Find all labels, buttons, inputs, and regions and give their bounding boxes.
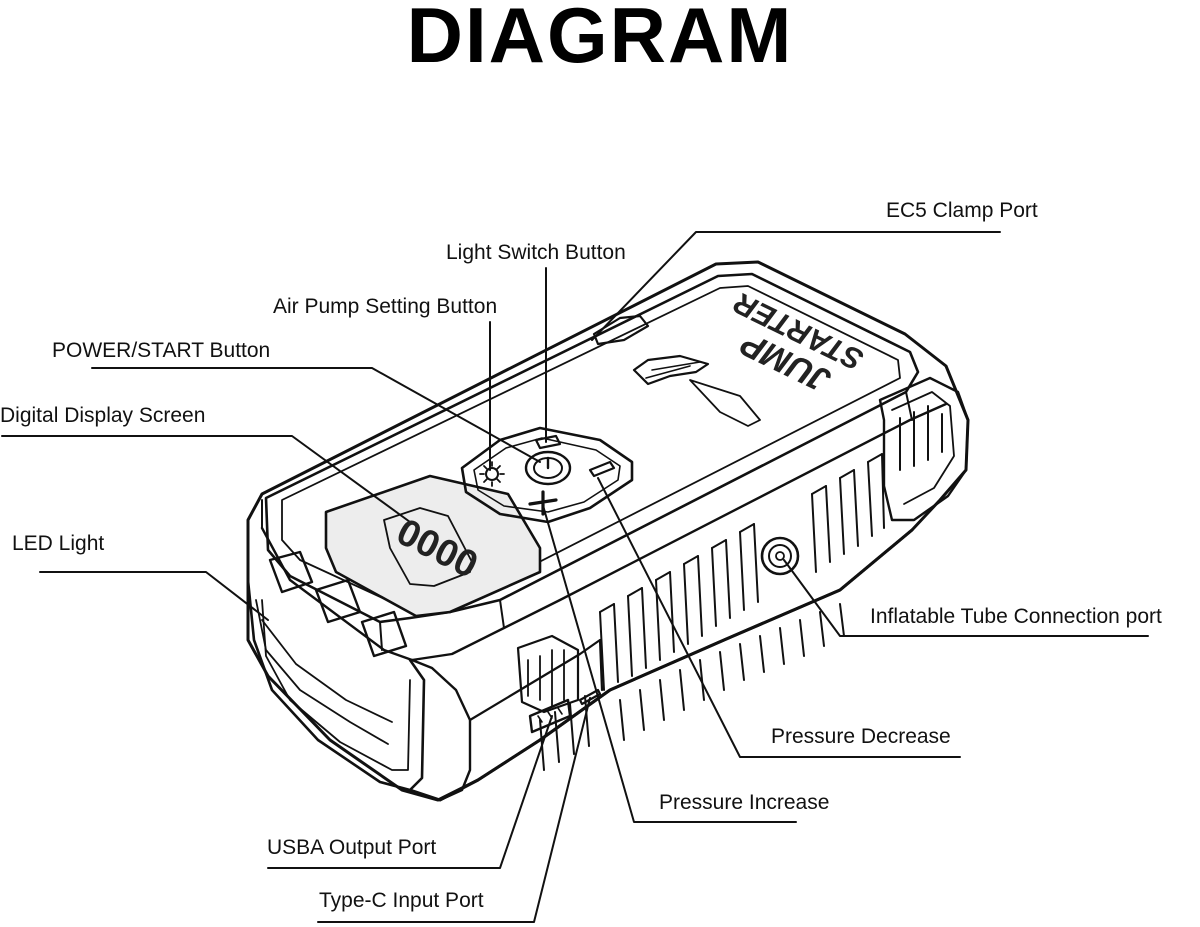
label-power-start-button: POWER/START Button (52, 339, 271, 362)
leader-ec5-clamp-port (591, 231, 1001, 341)
label-type-c-input-port: Type-C Input Port (319, 889, 484, 912)
brand-swoosh-logo (632, 354, 761, 427)
air-pump-setting-button[interactable] (479, 461, 505, 487)
side-vent-block (516, 634, 580, 714)
leader-pressure-decrease (597, 477, 961, 758)
leader-pressure-increase (541, 501, 797, 823)
label-pressure-increase: Pressure Increase (659, 791, 830, 814)
light-switch-button[interactable] (534, 434, 562, 450)
button-cluster (460, 426, 634, 524)
type-c-input-port (578, 688, 602, 706)
leader-led-light (39, 571, 269, 621)
leader-type-c-input-port (317, 697, 591, 923)
label-led-light: LED Light (12, 532, 105, 555)
leader-digital-display-screen (1, 435, 411, 523)
digital-display-frame (324, 474, 542, 618)
led-light-windows (255, 550, 408, 745)
power-start-button[interactable] (524, 450, 572, 486)
leader-usba-output-port (267, 715, 553, 869)
leader-inflatable-tube-port (783, 559, 1149, 637)
pressure-decrease-button[interactable] (588, 460, 616, 478)
leader-power-start-button (91, 367, 541, 463)
label-ec5-clamp-port: EC5 Clamp Port (886, 199, 1038, 222)
label-light-switch-button: Light Switch Button (446, 241, 626, 264)
label-digital-display-screen: Digital Display Screen (0, 404, 206, 427)
label-inflatable-tube-connection-port: Inflatable Tube Connection port (870, 605, 1162, 628)
inflatable-tube-port (760, 536, 800, 576)
label-pressure-decrease: Pressure Decrease (771, 725, 951, 748)
page-title: DIAGRAM (406, 0, 794, 79)
leader-lines (1, 231, 1149, 923)
side-ribs (539, 453, 885, 771)
label-usba-output-port: USBA Output Port (267, 836, 437, 859)
label-air-pump-setting-button: Air Pump Setting Button (273, 295, 498, 318)
